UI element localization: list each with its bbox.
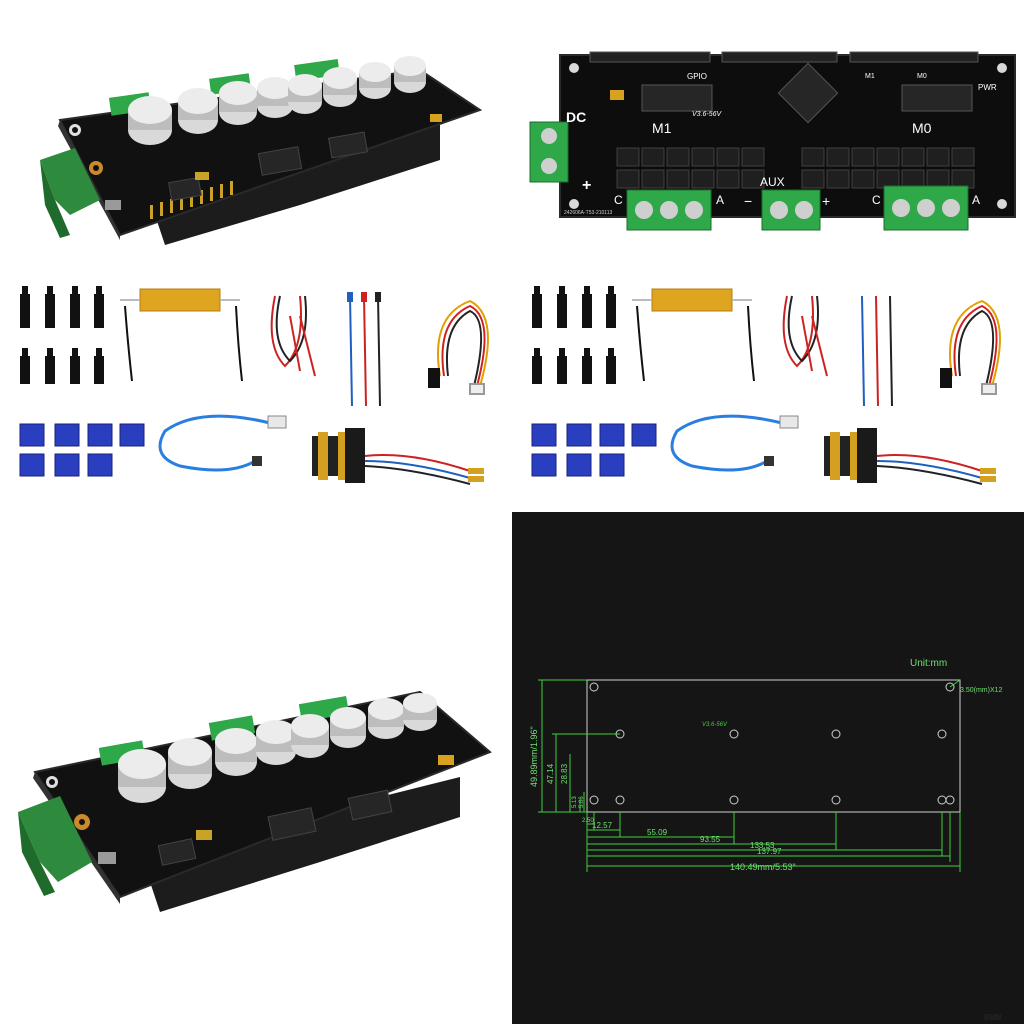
- product-photo-angled-large: [0, 512, 512, 1024]
- usb-cable: [158, 414, 287, 472]
- heatsink-set: [19, 423, 145, 477]
- angled-board-illustration: [40, 56, 483, 245]
- dimension-drawing: Unit:mm 3.50(mm)X12 V3.6-56V 49.89mm/1.9…: [529, 658, 1003, 1022]
- dc-label: DC: [566, 109, 586, 125]
- power-resistor: [120, 288, 243, 382]
- m1-label: M1: [652, 120, 672, 136]
- c2-label: C: [872, 193, 881, 207]
- minus-label: −: [744, 193, 752, 209]
- version-label: V3.6-56V: [692, 111, 723, 118]
- plus2-label: +: [822, 193, 830, 209]
- watermark: 89lf8: [984, 1013, 1002, 1022]
- plus-label: +: [582, 177, 591, 194]
- dim-5a: 5.13: [572, 796, 578, 808]
- accessory-kit: [19, 286, 489, 485]
- sensor-cable: [428, 299, 489, 395]
- m0-label: M0: [912, 120, 932, 136]
- product-photo-angled-top: [0, 0, 512, 512]
- dim-12: 12.57: [592, 821, 613, 830]
- accessory-kit-2: [531, 286, 1001, 485]
- serial-label: 242606A-T53-210113: [564, 210, 612, 216]
- product-photo-top-view: DC + GPIO M1 M0 M1 M0 PWR V3.6-56V AUX −…: [512, 0, 1024, 512]
- standoff-set: [20, 286, 104, 384]
- a1-label: A: [716, 193, 724, 207]
- hole-note: 3.50(mm)X12: [960, 687, 1003, 694]
- width-dim: 140.49mm/5.53": [730, 862, 796, 872]
- c1-label: C: [614, 193, 623, 207]
- dim-2: 2.50: [582, 818, 594, 824]
- dim-55: 55.09: [647, 828, 668, 837]
- aux-terminal: [761, 189, 821, 231]
- dim-28: 28.83: [560, 763, 569, 784]
- dc-terminal: [529, 121, 569, 183]
- top-view-board: DC + GPIO M1 M0 M1 M0 PWR V3.6-56V AUX −…: [529, 51, 1016, 231]
- dimension-drawing-panel: Unit:mm 3.50(mm)X12 V3.6-56V 49.89mm/1.9…: [512, 512, 1024, 1024]
- m1-small-label: M1: [865, 73, 875, 80]
- a2-label: A: [972, 193, 980, 207]
- jumper-wires: [347, 292, 381, 407]
- unit-label: Unit:mm: [910, 658, 947, 669]
- mounting-holes: [589, 682, 955, 805]
- dim-93: 93.55: [700, 835, 721, 844]
- pwr-label: PWR: [978, 83, 997, 92]
- aux-label: AUX: [760, 175, 785, 189]
- board-outline: [586, 679, 961, 813]
- gpio-label: GPIO: [687, 72, 707, 81]
- gimbal-motor: [312, 428, 484, 485]
- angled-board-large: [18, 690, 492, 912]
- dim-5b: 5.06: [579, 796, 585, 808]
- m0-small-label: M0: [917, 73, 927, 80]
- dim-47: 47.14: [546, 763, 555, 784]
- dim-133: 133.53: [750, 841, 775, 850]
- height-dim: 49.89mm/1.96": [529, 726, 539, 787]
- dim-137: 137.97: [757, 847, 782, 856]
- m1-terminal: [626, 189, 712, 231]
- power-wires: [270, 295, 316, 377]
- version-label-drawing: V3.6-56V: [702, 722, 728, 728]
- m0-terminal: [883, 185, 969, 231]
